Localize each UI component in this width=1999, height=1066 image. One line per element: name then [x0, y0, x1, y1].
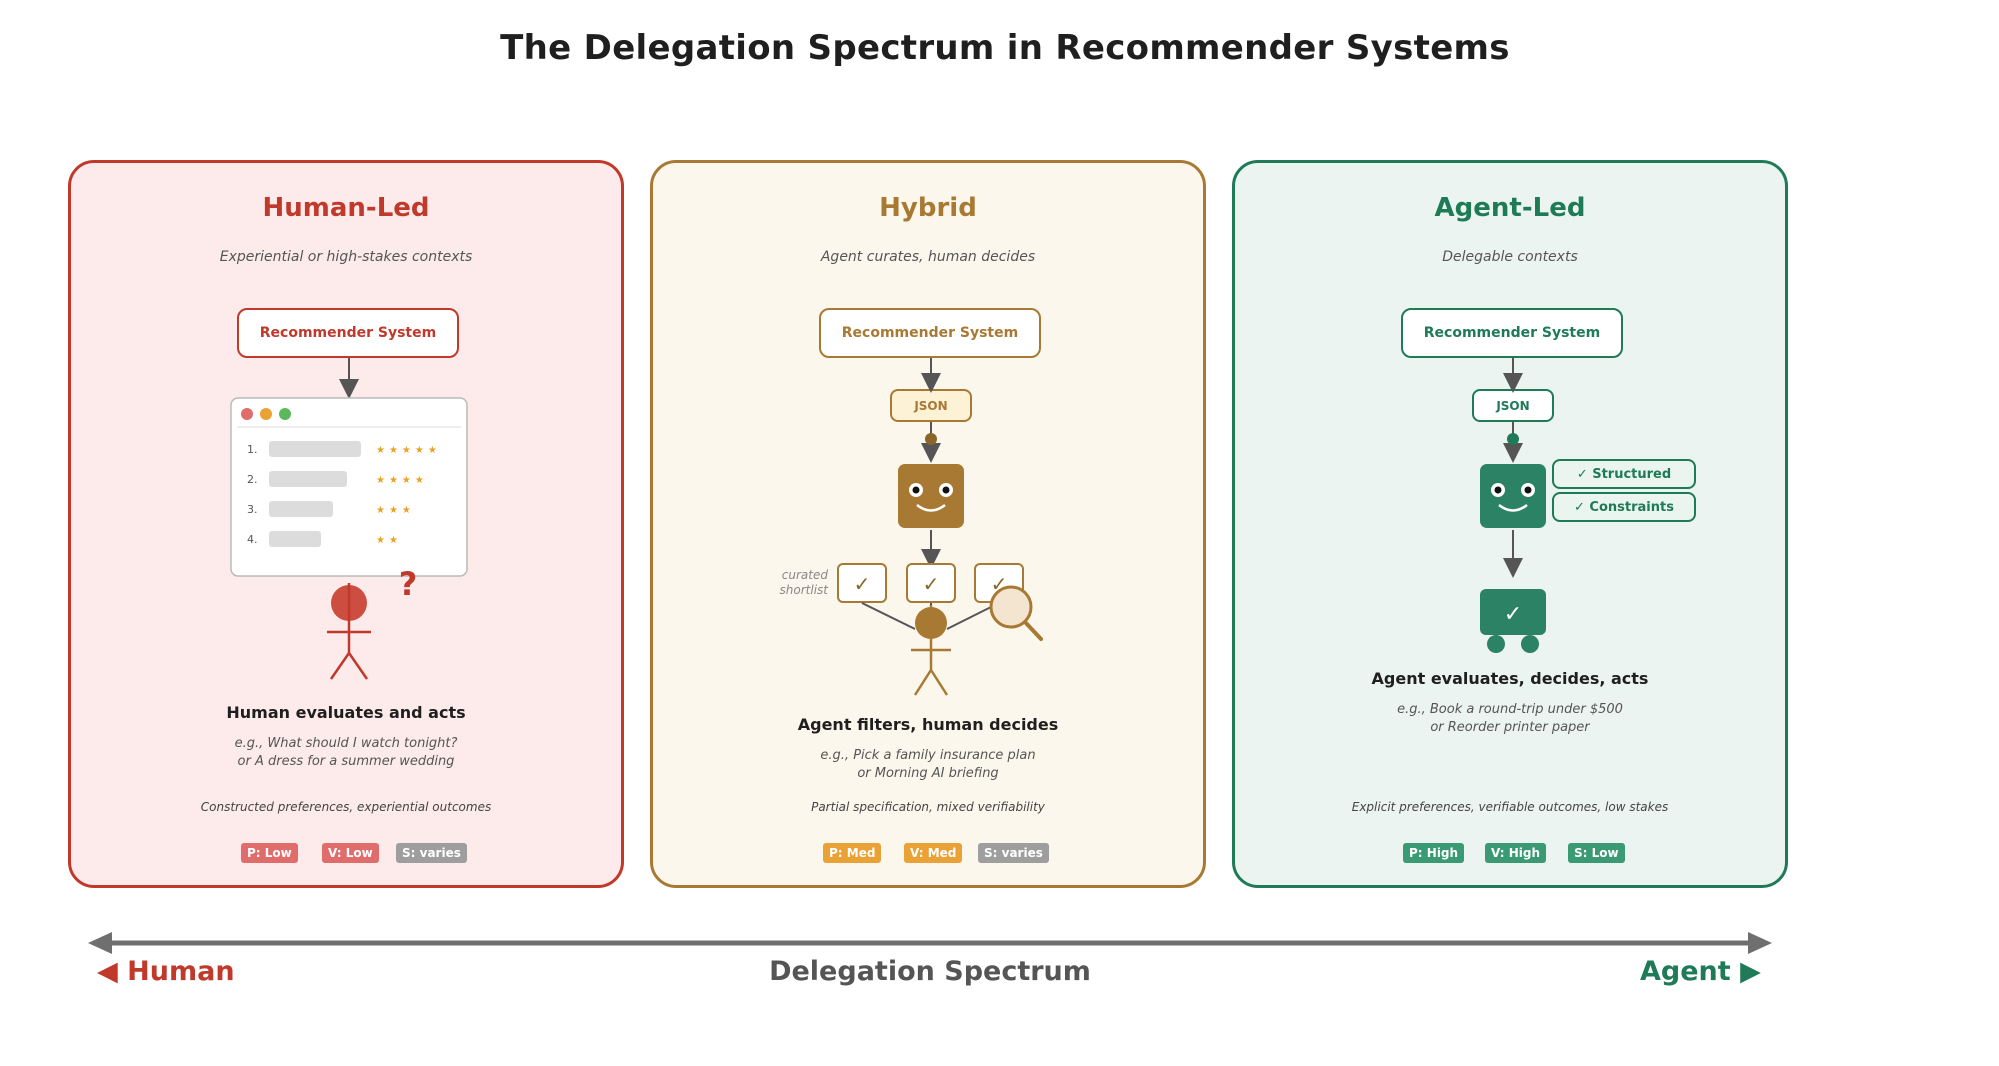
- check-icon: ✓: [1504, 602, 1522, 627]
- axis-right-arrowhead: [1748, 932, 1772, 954]
- list-item: 3. ★★★: [247, 501, 415, 517]
- panel-caption: Agent filters, human decides: [797, 715, 1059, 734]
- list-item: 1. ★★★★★: [247, 441, 441, 457]
- agent-led-illustration: ✓: [1480, 358, 1546, 653]
- axis-label-center: Delegation Spectrum: [769, 956, 1091, 987]
- json-box: JSON: [1472, 389, 1554, 422]
- hybrid-illustration: ✓ ✓ ✓: [837, 358, 1043, 696]
- panel-subtitle: Delegable contexts: [1442, 249, 1578, 265]
- badge-verifiability: V: Med: [904, 843, 963, 863]
- list-rank: 3.: [247, 503, 258, 516]
- panel-footnote: Constructed preferences, experiential ou…: [200, 800, 492, 814]
- window-close-dot: [241, 408, 253, 420]
- confused-human-icon: [327, 583, 371, 680]
- json-box: JSON: [890, 389, 972, 422]
- human-icon: [911, 605, 951, 696]
- badge-verifiability: V: High: [1485, 843, 1547, 863]
- magnifier-icon: [989, 585, 1043, 641]
- panel-title: Human-Led: [262, 193, 430, 223]
- panel-subtitle: Agent curates, human decides: [820, 249, 1036, 265]
- robot-agent-icon: [898, 433, 964, 528]
- star-rating-icon: ★★★★★: [376, 445, 441, 456]
- axis-left-arrowhead: [88, 932, 112, 954]
- axis-label-agent: Agent ▶: [1640, 956, 1761, 987]
- window-maximize-dot: [279, 408, 291, 420]
- axis-label-human: ◀ Human: [97, 956, 235, 987]
- badge-stakes: S: varies: [396, 843, 467, 863]
- shortlist-card: [906, 563, 956, 603]
- badge-preference: P: Med: [823, 843, 882, 863]
- page-title: The Delegation Spectrum in Recommender S…: [500, 28, 1510, 68]
- panel-agent-led: Agent-Led Delegable contexts Recommender…: [1232, 160, 1788, 888]
- list-item-placeholder: [269, 471, 347, 487]
- window-minimize-dot: [260, 408, 272, 420]
- panel-hybrid: Hybrid Agent curates, human decides Reco…: [650, 160, 1206, 888]
- panel-example: e.g., Pick a family insurance plan or Mo…: [820, 748, 1036, 781]
- panel-example: e.g., Book a round-trip under $500 or Re…: [1397, 702, 1623, 735]
- list-item: 4. ★★: [247, 531, 402, 547]
- checkout-cart-icon: ✓: [1480, 589, 1546, 653]
- badge-preference: P: High: [1403, 843, 1465, 863]
- recommender-system-box: Recommender System: [819, 308, 1041, 358]
- constraints-tag: ✓ Constraints: [1552, 492, 1696, 522]
- recommender-system-box: Recommender System: [237, 308, 459, 358]
- star-rating-icon: ★★★: [376, 505, 415, 516]
- list-item-placeholder: [269, 441, 361, 457]
- panel-human-led: Human-Led Experiential or high-stakes co…: [68, 160, 624, 888]
- list-item-placeholder: [269, 531, 321, 547]
- list-item: 2. ★★★★: [247, 471, 428, 487]
- star-rating-icon: ★★★★: [376, 475, 428, 486]
- list-item-placeholder: [269, 501, 333, 517]
- panel-caption: Agent evaluates, decides, acts: [1371, 669, 1649, 688]
- shortlist-label: curated shortlist: [779, 568, 828, 597]
- panel-caption: Human evaluates and acts: [226, 703, 466, 722]
- ranked-list-window: 1. ★★★★★ 2. ★★★★ 3. ★★★ 4. ★★: [230, 397, 468, 577]
- list-rank: 1.: [247, 443, 258, 456]
- badge-verifiability: V: Low: [322, 843, 379, 863]
- panel-title: Agent-Led: [1434, 193, 1586, 223]
- check-icon: ✓: [923, 572, 940, 596]
- badge-stakes: S: varies: [978, 843, 1049, 863]
- question-mark-icon: ?: [399, 565, 418, 603]
- list-rank: 2.: [247, 473, 258, 486]
- panel-subtitle: Experiential or high-stakes contexts: [219, 249, 473, 265]
- human-led-illustration: 1. ★★★★★ 2. ★★★★ 3. ★★★ 4. ★★ ?: [230, 358, 468, 680]
- list-rank: 4.: [247, 533, 258, 546]
- badge-stakes: S: Low: [1568, 843, 1625, 863]
- panel-footnote: Explicit preferences, verifiable outcome…: [1351, 800, 1669, 814]
- check-icon: ✓: [854, 572, 871, 596]
- shortlist-card: [837, 563, 887, 603]
- structured-tag: ✓ Structured: [1552, 459, 1696, 489]
- star-rating-icon: ★★: [376, 535, 402, 546]
- badge-preference: P: Low: [241, 843, 298, 863]
- panel-example: e.g., What should I watch tonight? or A …: [234, 736, 458, 769]
- recommender-system-box: Recommender System: [1401, 308, 1623, 358]
- panel-title: Hybrid: [879, 193, 977, 223]
- panel-footnote: Partial specification, mixed verifiabili…: [811, 800, 1045, 814]
- robot-agent-icon: [1480, 433, 1546, 528]
